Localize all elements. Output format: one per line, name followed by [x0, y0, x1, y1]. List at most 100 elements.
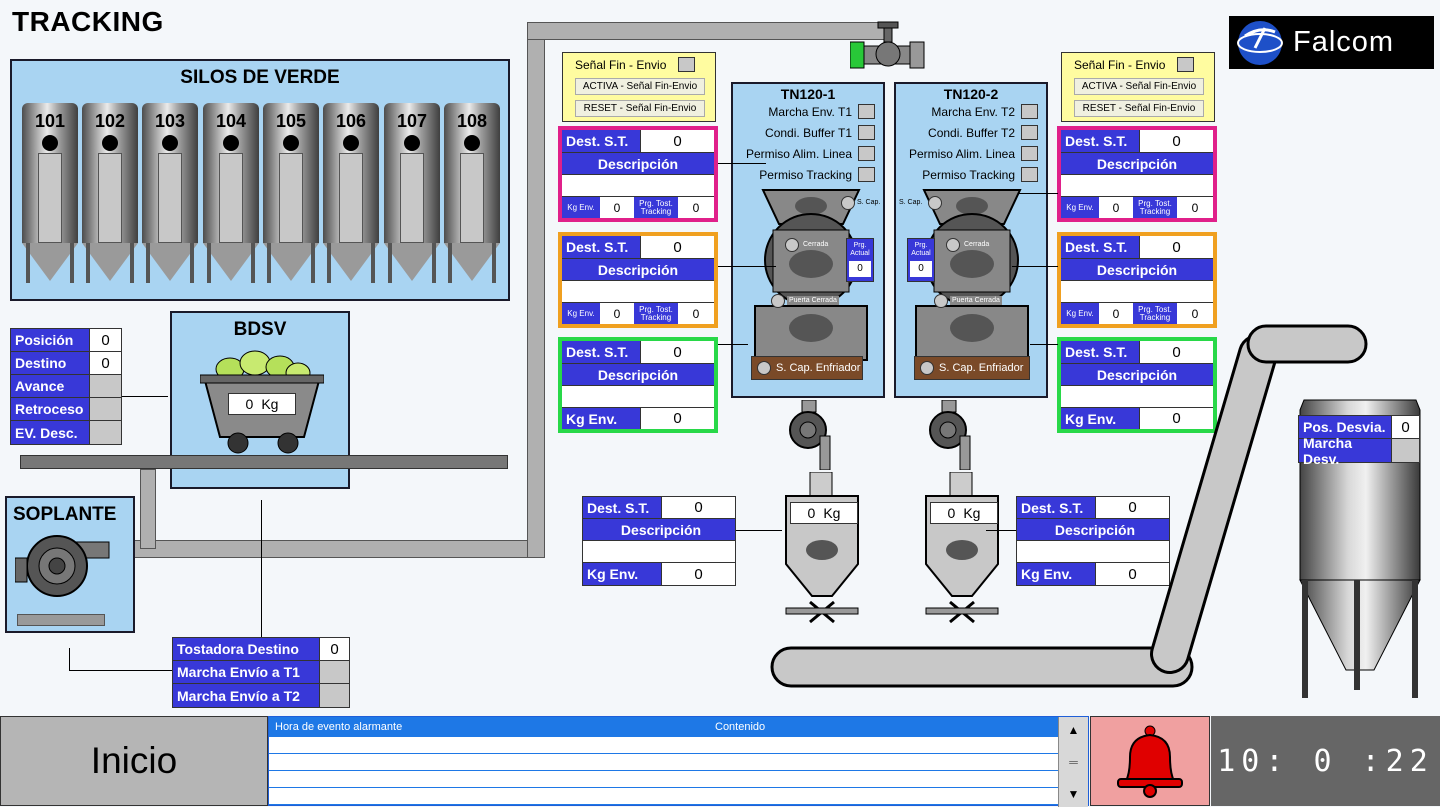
- dest-label: Dest. S.T.: [1061, 130, 1139, 152]
- kg-env-value: 0: [1095, 563, 1169, 585]
- signal-left-title: Señal Fin - Envio: [575, 58, 667, 72]
- silo-106[interactable]: 106: [323, 103, 379, 283]
- tn1-alim-label: Permiso Alim. Linea: [745, 146, 852, 161]
- prg-tost-value: 0: [678, 303, 714, 324]
- roaster-tn120-1-panel: TN120-1 Marcha Env. T1 Condi. Buffer T1 …: [731, 82, 885, 398]
- reset-signal-right-button[interactable]: RESET - Señal Fin-Envio: [1074, 100, 1204, 117]
- tn1-cerrada-indicator: [785, 238, 799, 252]
- pos-desvia-value: 0: [1391, 416, 1419, 438]
- tn1-puerta-label: Puerta Cerrada: [787, 296, 839, 305]
- arrow-to-bdsv: [122, 396, 168, 397]
- silo-105[interactable]: 105: [263, 103, 319, 283]
- tn2-puerta-label: Puerta Cerrada: [950, 296, 1002, 305]
- arrow-soplante-link: [69, 670, 173, 671]
- hopper-2-weight-unit: Kg: [963, 505, 981, 521]
- dest-label: Dest. S.T.: [562, 341, 640, 363]
- tn2-prg-actual: Prg. Actual 0: [907, 238, 935, 282]
- inicio-button[interactable]: Inicio: [0, 716, 268, 806]
- blower-icon: [14, 532, 111, 602]
- posicion-value: 0: [89, 329, 121, 351]
- tn1-tracking-indicator: [858, 167, 875, 182]
- tn1-prg-value: 0: [849, 261, 871, 277]
- scroll-up-icon[interactable]: ▲: [1067, 723, 1080, 737]
- pump-icon-2: [924, 399, 976, 471]
- activa-signal-left-button[interactable]: ACTIVA - Señal Fin-Envio: [575, 78, 705, 95]
- tn1-puerta-indicator: [771, 294, 785, 308]
- tn1-s-cap-indicator: [841, 196, 855, 210]
- signal-right-indicator: [1177, 57, 1194, 72]
- dest-value: 0: [1139, 341, 1213, 363]
- kg-env-value: 0: [1139, 408, 1213, 429]
- descripcion-label: Descripción: [1061, 152, 1213, 174]
- tn2-buffer-indicator: [1021, 125, 1038, 140]
- signal-left-indicator: [678, 57, 695, 72]
- tn2-marcha-indicator: [1021, 104, 1038, 119]
- posicion-label: Posición: [11, 329, 89, 351]
- silo-102[interactable]: 102: [82, 103, 138, 283]
- scroll-down-icon[interactable]: ▼: [1067, 787, 1080, 801]
- marcha-envio-t2-indicator: [319, 684, 349, 707]
- descripcion-field: [562, 280, 714, 302]
- activa-signal-right-button[interactable]: ACTIVA - Señal Fin-Envio: [1074, 78, 1204, 95]
- tn2-alim-indicator: [1021, 146, 1038, 161]
- descripcion-field: [1061, 280, 1213, 302]
- tn1-cerrada-label: Cerrada: [801, 240, 831, 249]
- tostadora-destino-value: 0: [319, 638, 349, 660]
- transport-pipe-horizontal: [95, 540, 545, 558]
- tn1-marcha-label: Marcha Env. T1: [768, 104, 852, 119]
- marcha-desv-indicator: [1391, 439, 1419, 462]
- reset-signal-left-button[interactable]: RESET - Señal Fin-Envio: [575, 100, 705, 117]
- kg-env-value: 0: [1099, 197, 1133, 218]
- silo-107[interactable]: 107: [384, 103, 440, 283]
- alarm-bell-button[interactable]: [1090, 716, 1210, 806]
- arrow-up-soplante: [69, 648, 70, 670]
- arrow-hopper-left: [736, 530, 782, 531]
- kg-env-value: 0: [640, 408, 714, 429]
- silo-108[interactable]: 108: [444, 103, 500, 283]
- falcom-logo: Falcom: [1229, 16, 1434, 69]
- arrow-up-bdsv: [261, 500, 262, 638]
- ev-desc-indicator: [89, 421, 121, 444]
- scroll-thumb[interactable]: ═: [1069, 755, 1078, 769]
- tn2-s-cap-indicator: [928, 196, 942, 210]
- hopper-left-table: Dest. S.T.0 Descripción Kg Env.0: [582, 496, 736, 586]
- tn1-prg-label: Prg. Actual: [850, 242, 870, 257]
- kg-env-value: 0: [1099, 303, 1133, 324]
- transport-pipe-top: [527, 22, 887, 40]
- tn2-cerrada-label: Cerrada: [962, 240, 992, 249]
- marcha-envio-t1-indicator: [319, 661, 349, 683]
- signal-panel-right: Señal Fin - Envio ACTIVA - Señal Fin-Env…: [1061, 52, 1215, 122]
- descripcion-field: [562, 385, 714, 407]
- alarm-col-time: Hora de evento alarmante: [275, 721, 403, 733]
- dest-label: Dest. S.T.: [583, 497, 661, 518]
- tn1-buffer-label: Condi. Buffer T1: [765, 125, 852, 140]
- tn1-enfriador-indicator: [757, 361, 771, 375]
- descripcion-label: Descripción: [583, 519, 735, 540]
- dest-label: Dest. S.T.: [1017, 497, 1095, 518]
- dest-value: 0: [661, 497, 735, 518]
- silo-103[interactable]: 103: [142, 103, 198, 283]
- tn2-enfriador-indicator: [920, 361, 934, 375]
- retroceso-indicator: [89, 398, 121, 420]
- silo-101[interactable]: 101: [22, 103, 78, 283]
- output-conveyor: [770, 324, 1370, 690]
- diverter-valve-icon[interactable]: [849, 20, 925, 72]
- avance-label: Avance: [11, 375, 89, 397]
- tn2-cerrada-indicator: [946, 238, 960, 252]
- silo-104[interactable]: 104: [203, 103, 259, 283]
- alarm-list-header: Hora de evento alarmante Contenido: [269, 717, 1088, 737]
- soplante-panel[interactable]: SOPLANTE: [5, 496, 135, 633]
- bdsv-title: BDSV: [233, 319, 287, 340]
- tn2-tracking-indicator: [1021, 167, 1038, 182]
- ev-desc-label: EV. Desc.: [11, 421, 89, 444]
- tn1-alim-indicator: [858, 146, 875, 161]
- tn2-alim-label: Permiso Alim. Linea: [908, 146, 1015, 161]
- hopper-1-weight-unit: Kg: [823, 505, 841, 521]
- arrow-left-1: [718, 163, 766, 164]
- alarm-scrollbar[interactable]: ▲ ═ ▼: [1058, 717, 1088, 807]
- destino-label: Destino: [11, 352, 89, 374]
- alarm-list[interactable]: Hora de evento alarmante Contenido ▲ ═ ▼: [268, 716, 1089, 807]
- clock-display: 10: 0 :22: [1211, 716, 1440, 806]
